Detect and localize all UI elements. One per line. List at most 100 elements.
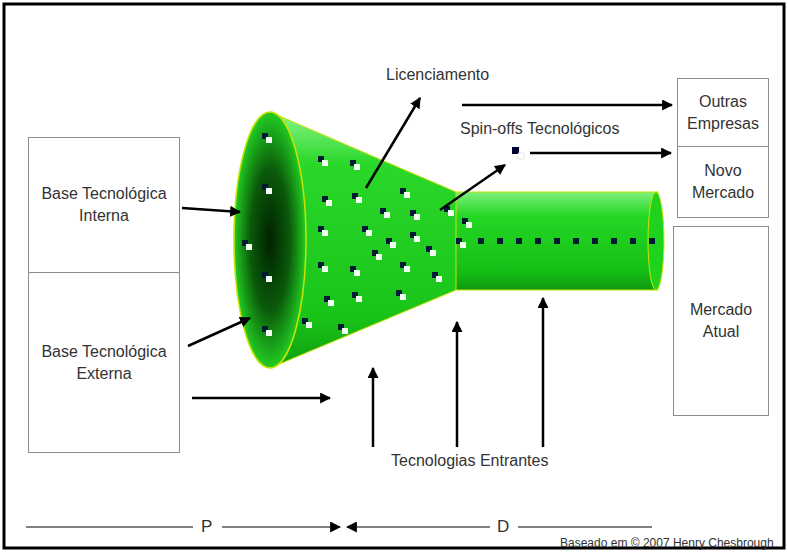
square bbox=[390, 242, 396, 248]
square-pair bbox=[380, 208, 390, 218]
square-pair bbox=[318, 262, 328, 272]
square bbox=[518, 153, 524, 159]
square-pair bbox=[352, 193, 362, 203]
square bbox=[611, 238, 617, 244]
square-pair bbox=[242, 240, 252, 250]
text-box: Base Tecnológica Interna bbox=[28, 137, 180, 273]
square-pair bbox=[535, 238, 541, 244]
square-pair bbox=[324, 296, 334, 306]
square bbox=[366, 230, 372, 236]
annotation-label: Baseado em © 2007 Henry Chesbrough bbox=[560, 536, 774, 550]
arrow bbox=[530, 152, 671, 155]
square bbox=[466, 222, 472, 228]
arrow bbox=[366, 98, 420, 188]
text-box: Base Tecnológica Externa bbox=[28, 272, 180, 453]
square-pair bbox=[400, 262, 410, 272]
square-pair bbox=[516, 238, 522, 244]
annotation-label: P bbox=[201, 517, 212, 537]
square-pair bbox=[262, 326, 272, 336]
square bbox=[266, 276, 272, 282]
axis-line bbox=[26, 526, 193, 527]
square bbox=[376, 254, 382, 260]
square bbox=[630, 238, 636, 244]
arrow bbox=[188, 318, 250, 346]
square bbox=[460, 242, 466, 248]
square-pair bbox=[338, 324, 348, 334]
square bbox=[478, 238, 484, 244]
box-label: Novo Mercado bbox=[684, 160, 762, 203]
square bbox=[342, 328, 348, 334]
annotation-label: Tecnologias Entrantes bbox=[391, 451, 548, 470]
square bbox=[414, 236, 420, 242]
arrow bbox=[542, 298, 545, 447]
phase-axis bbox=[26, 526, 652, 527]
square bbox=[356, 296, 362, 302]
square-pair bbox=[462, 218, 472, 228]
square-pair bbox=[318, 156, 328, 166]
square-pair bbox=[649, 238, 655, 244]
square-pair bbox=[262, 184, 272, 194]
square bbox=[554, 238, 560, 244]
square-pair bbox=[426, 246, 436, 256]
square bbox=[322, 160, 328, 166]
square-pair bbox=[302, 318, 312, 328]
square bbox=[306, 322, 312, 328]
square bbox=[356, 197, 362, 203]
square bbox=[516, 238, 522, 244]
square bbox=[246, 244, 252, 250]
square-pair bbox=[350, 266, 360, 276]
square bbox=[266, 330, 272, 336]
text-box: Outras Empresas bbox=[677, 78, 769, 147]
arrow bbox=[440, 165, 505, 210]
square bbox=[535, 238, 541, 244]
square bbox=[400, 294, 406, 300]
arrows bbox=[182, 98, 672, 447]
square bbox=[404, 192, 410, 198]
square-pair bbox=[350, 160, 360, 170]
square bbox=[266, 137, 272, 143]
square-pair bbox=[497, 238, 503, 244]
square bbox=[573, 238, 579, 244]
square bbox=[436, 276, 442, 282]
tube-end bbox=[648, 192, 664, 290]
square-pair bbox=[611, 238, 617, 244]
square-pair bbox=[322, 196, 332, 206]
square-pair bbox=[410, 232, 420, 242]
square bbox=[354, 270, 360, 276]
square-pair bbox=[372, 250, 382, 260]
spin-off-square bbox=[512, 147, 524, 159]
square bbox=[497, 238, 503, 244]
annotation-label: Spin-offs Tecnológicos bbox=[460, 119, 620, 138]
square-pair bbox=[456, 238, 466, 248]
square bbox=[404, 266, 410, 272]
axis-line bbox=[518, 526, 652, 527]
square-pair bbox=[592, 238, 598, 244]
axis-arrow bbox=[222, 526, 340, 527]
arrow bbox=[182, 208, 240, 212]
axis-arrow bbox=[347, 526, 490, 527]
square bbox=[354, 164, 360, 170]
square-pair bbox=[396, 290, 406, 300]
text-box: Novo Mercado bbox=[677, 146, 769, 218]
square bbox=[448, 210, 454, 216]
box-label: Base Tecnológica Interna bbox=[35, 183, 173, 226]
arrow bbox=[192, 397, 330, 400]
square-pair bbox=[630, 238, 636, 244]
text-box: Mercado Atual bbox=[673, 226, 769, 416]
box-label: Mercado Atual bbox=[680, 299, 762, 342]
funnel-tube bbox=[452, 192, 658, 290]
square bbox=[266, 188, 272, 194]
funnel-mouth bbox=[234, 112, 306, 368]
square-pair bbox=[352, 292, 362, 302]
square bbox=[322, 266, 328, 272]
square bbox=[384, 212, 390, 218]
square-pair bbox=[386, 238, 396, 248]
square-pair bbox=[554, 238, 560, 244]
square bbox=[326, 200, 332, 206]
funnel bbox=[234, 112, 664, 368]
arrow bbox=[456, 322, 459, 447]
square bbox=[414, 214, 420, 220]
square bbox=[592, 238, 598, 244]
square-pair bbox=[362, 226, 372, 236]
